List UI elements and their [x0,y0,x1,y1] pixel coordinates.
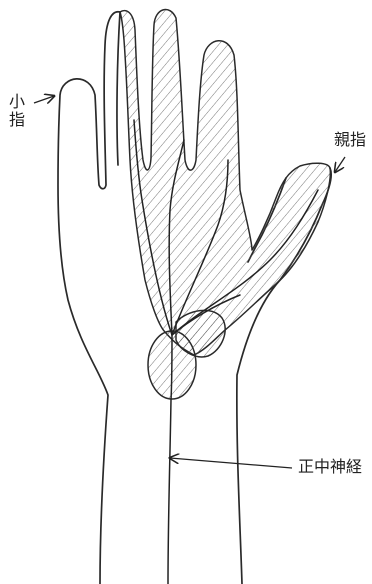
little-finger-label: 小 指 [8,93,26,129]
hand-outline [58,12,120,584]
median-nerve-arrow [170,458,292,468]
median-nerve-label: 正中神経 [298,458,362,476]
thumb-label: 親指 [334,131,366,149]
median-sensory-area [120,10,330,355]
little-finger-arrow [34,96,54,103]
thenar-pad [176,310,225,357]
ring-finger-inner [117,12,120,165]
thumb-arrow [335,157,345,172]
